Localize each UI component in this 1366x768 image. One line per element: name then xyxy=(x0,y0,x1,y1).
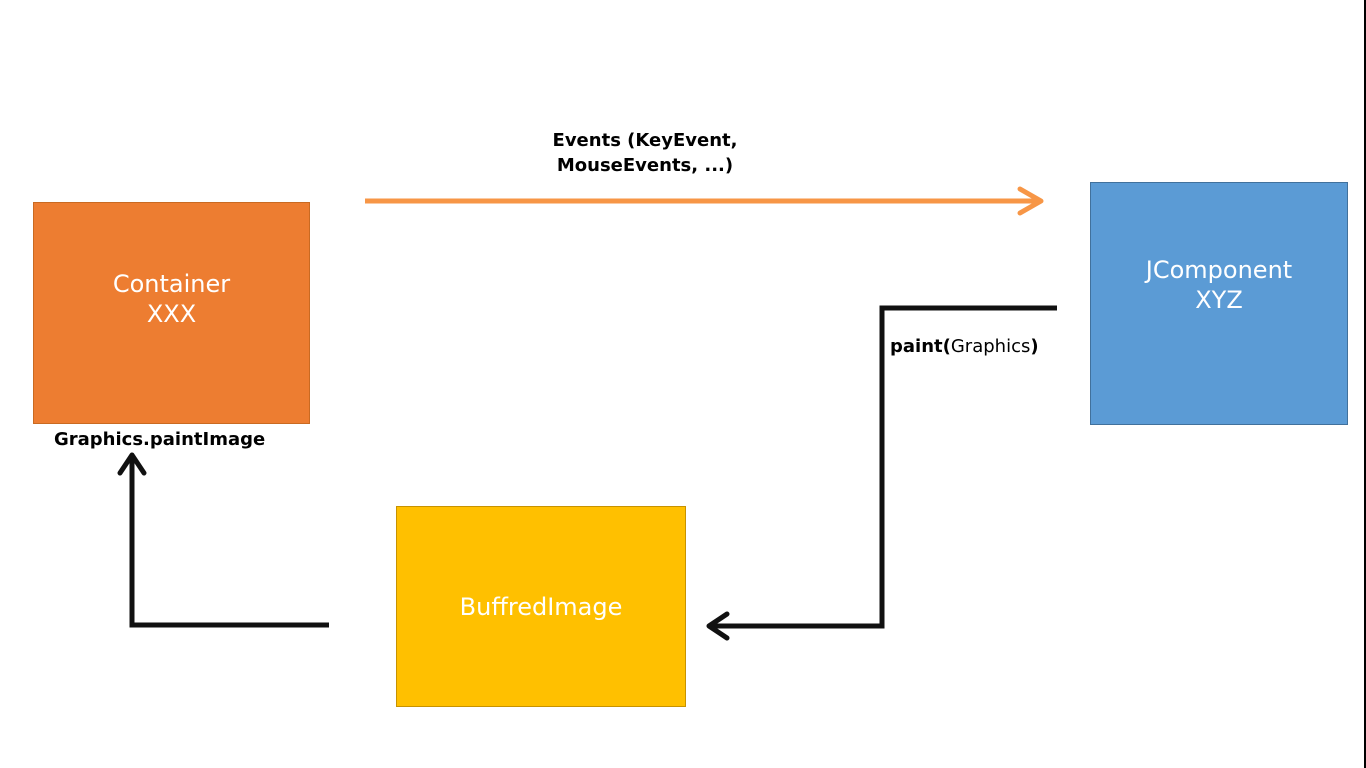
paint-image-arrow xyxy=(117,452,329,628)
events-arrow xyxy=(365,186,1044,216)
events-label-line2: MouseEvents, ...) xyxy=(556,155,734,176)
paint-label: paint(Graphics) xyxy=(890,335,1039,359)
paint-arrow xyxy=(706,305,1057,641)
buffered-image-node: BuffredImage xyxy=(396,506,686,707)
jcomponent-node: JComponent XYZ xyxy=(1090,182,1348,425)
container-node-subtitle: XXX xyxy=(146,300,197,328)
buffered-image-node-title: BuffredImage xyxy=(459,592,623,621)
paint-arrow-head xyxy=(706,611,730,641)
right-edge-line xyxy=(1364,0,1366,768)
jcomponent-node-subtitle: XYZ xyxy=(1195,285,1243,314)
events-label-line1: Events (KeyEvent, xyxy=(552,130,738,151)
paint-image-label: Graphics.paintImage xyxy=(54,429,266,450)
paint-label-method: paint( xyxy=(890,336,951,357)
paint-label-arg: Graphics xyxy=(950,336,1031,357)
paint-arrow-line xyxy=(712,305,1057,629)
paint-image-arrow-head xyxy=(117,452,147,476)
events-label: Events (KeyEvent, MouseEvents, ...) xyxy=(500,128,790,178)
events-arrow-head xyxy=(1017,186,1044,216)
container-node: Container XXX xyxy=(33,202,310,424)
paint-label-close: ) xyxy=(1030,336,1039,357)
jcomponent-node-title: JComponent xyxy=(1145,255,1293,284)
container-node-title: Container xyxy=(112,270,231,298)
paint-image-arrow-line xyxy=(129,456,329,628)
